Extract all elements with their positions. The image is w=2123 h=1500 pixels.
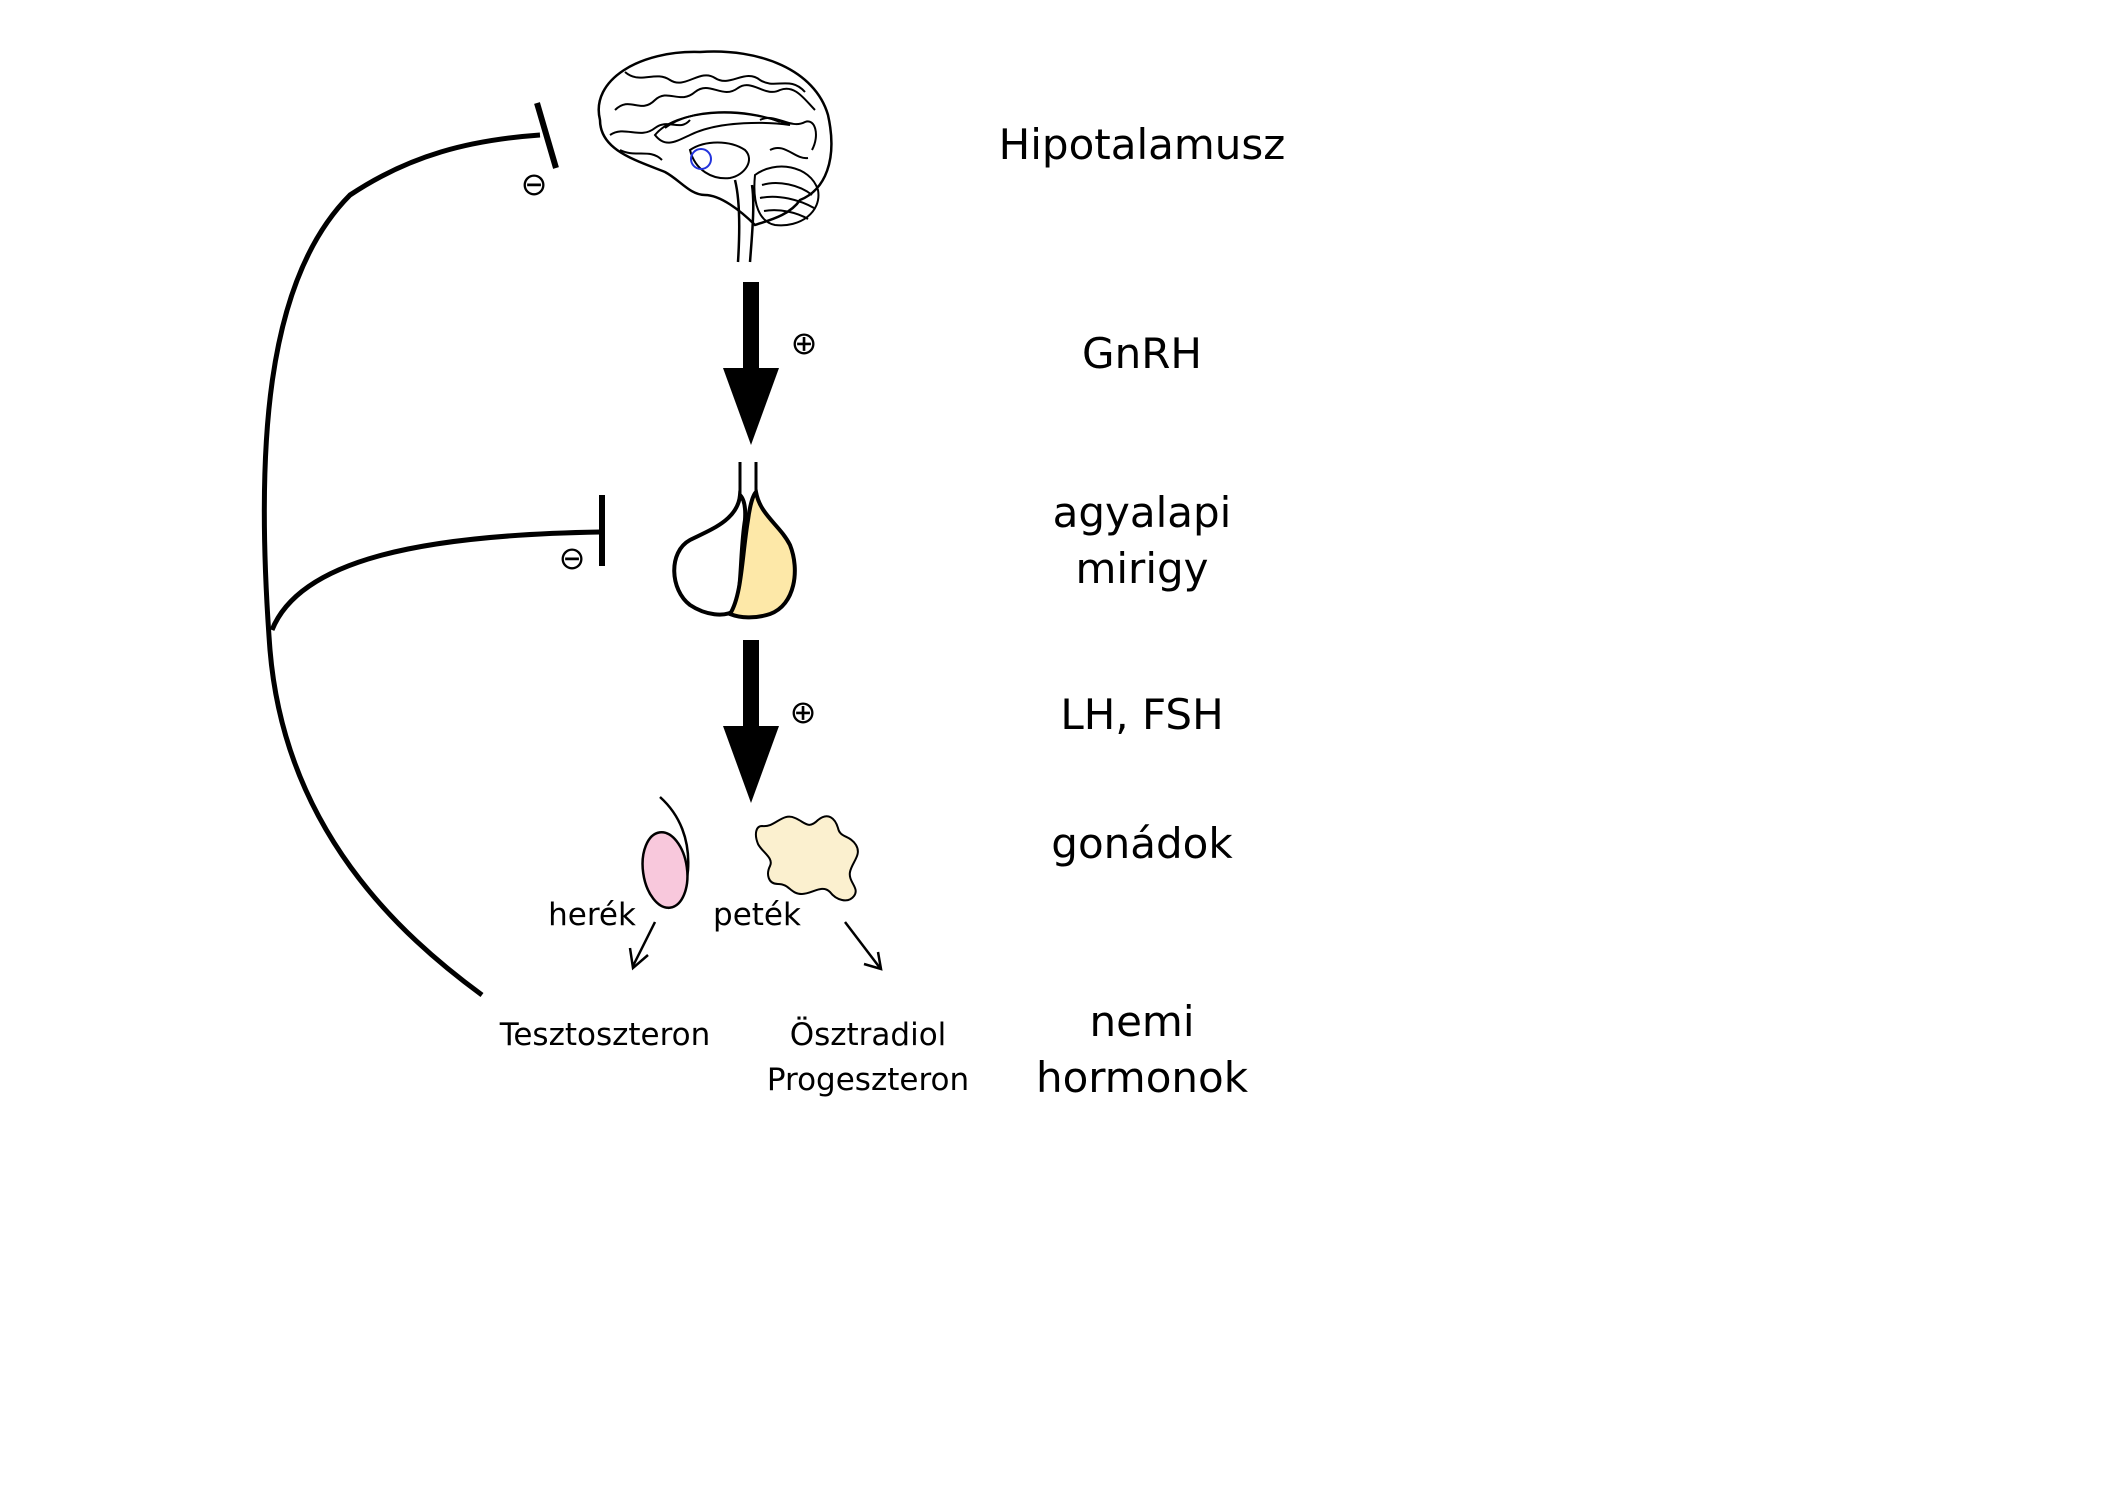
gonads-label: gonádok bbox=[1051, 819, 1233, 868]
hypothalamus-marker bbox=[690, 148, 712, 170]
pituitary-label-line2: mirigy bbox=[1075, 544, 1208, 593]
ovaries-label: peték bbox=[713, 897, 801, 933]
negative-feedback-lines bbox=[261, 132, 601, 998]
pituitary-inhibition-sign: ⊖ bbox=[559, 539, 586, 577]
pituitary-illustration bbox=[672, 462, 797, 620]
gnrh-label: GnRH bbox=[1082, 329, 1202, 378]
hypothalamus-label: Hipotalamusz bbox=[999, 120, 1286, 169]
lh-fsh-arrow bbox=[723, 640, 779, 803]
gnrh-stimulation-sign: ⊕ bbox=[791, 324, 818, 362]
pituitary-label-line1: agyalapi bbox=[1053, 488, 1232, 537]
lh-fsh-label: LH, FSH bbox=[1060, 690, 1223, 739]
gnrh-arrow bbox=[723, 282, 779, 445]
sex-hormones-label-line1: nemi bbox=[1089, 997, 1194, 1046]
testosterone-label: Tesztoszteron bbox=[499, 1017, 711, 1053]
testis-illustration bbox=[641, 796, 690, 910]
testes-label: herék bbox=[548, 897, 636, 933]
progesterone-label: Progeszteron bbox=[767, 1062, 969, 1098]
sex-hormones-label-line2: hormonok bbox=[1036, 1053, 1249, 1100]
lh-fsh-stimulation-sign: ⊕ bbox=[790, 693, 817, 731]
endocrine-feedback-diagram: ⊕ ⊕ ⊖ ⊖ herék peték Tesztoszteron Ösztra… bbox=[261, 50, 1286, 1100]
estradiol-label: Ösztradiol bbox=[790, 1016, 947, 1053]
hormone-arrows bbox=[628, 921, 883, 971]
hypothalamus-inhibition-bar bbox=[534, 102, 559, 169]
ovary-illustration bbox=[754, 815, 859, 902]
brain-illustration bbox=[597, 50, 833, 263]
hypothalamus-inhibition-sign: ⊖ bbox=[521, 165, 548, 203]
